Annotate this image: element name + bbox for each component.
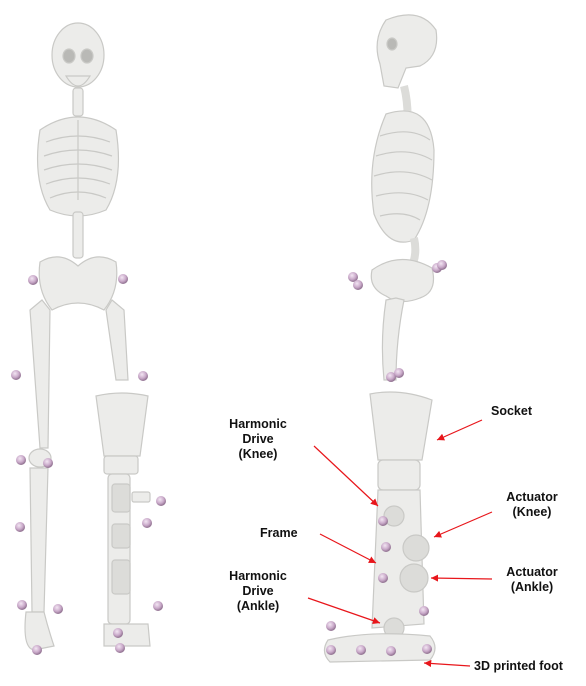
label-line: Harmonic bbox=[222, 417, 294, 432]
marker bbox=[138, 371, 148, 381]
side-ribcage bbox=[372, 111, 434, 242]
marker bbox=[419, 606, 429, 616]
marker bbox=[378, 573, 388, 583]
label-line: Socket bbox=[491, 404, 532, 419]
side-thigh bbox=[382, 298, 404, 380]
marker bbox=[378, 516, 388, 526]
front-cervical-spine bbox=[73, 88, 83, 116]
marker bbox=[437, 260, 447, 270]
label-line: (Knee) bbox=[494, 505, 570, 520]
side-skull bbox=[377, 15, 437, 88]
arrow-actuator-knee bbox=[434, 512, 492, 537]
marker bbox=[156, 496, 166, 506]
label-harmonic-drive-knee: Harmonic Drive (Knee) bbox=[222, 417, 294, 462]
front-lumbar-spine bbox=[73, 212, 83, 258]
side-skeleton bbox=[324, 15, 436, 662]
arrow-socket bbox=[437, 420, 482, 440]
marker bbox=[381, 542, 391, 552]
marker bbox=[153, 601, 163, 611]
label-actuator-ankle: Actuator (Ankle) bbox=[494, 565, 570, 595]
arrow-actuator-ankle bbox=[431, 578, 492, 579]
arrow-harmonic-knee bbox=[314, 446, 378, 506]
label-frame: Frame bbox=[260, 526, 298, 541]
side-pelvis bbox=[371, 259, 433, 301]
label-actuator-knee: Actuator (Knee) bbox=[494, 490, 570, 520]
label-line: Drive bbox=[222, 584, 294, 599]
side-prosthesis bbox=[324, 392, 435, 662]
marker bbox=[15, 522, 25, 532]
marker bbox=[356, 645, 366, 655]
marker bbox=[32, 645, 42, 655]
marker bbox=[17, 600, 27, 610]
marker bbox=[28, 275, 38, 285]
front-prosthesis bbox=[96, 393, 150, 646]
label-line: Frame bbox=[260, 526, 298, 541]
front-right-thigh bbox=[106, 300, 128, 380]
label-line: 3D printed foot bbox=[474, 659, 563, 674]
arrow-frame bbox=[320, 534, 376, 563]
front-pelvis bbox=[39, 257, 117, 310]
marker bbox=[353, 280, 363, 290]
marker bbox=[142, 518, 152, 528]
label-line: Actuator bbox=[494, 565, 570, 580]
label-socket: Socket bbox=[491, 404, 532, 419]
marker bbox=[326, 645, 336, 655]
front-skeleton bbox=[25, 23, 150, 650]
marker bbox=[16, 455, 26, 465]
label-line: (Ankle) bbox=[494, 580, 570, 595]
marker bbox=[53, 604, 63, 614]
arrow-foot bbox=[424, 663, 470, 666]
label-harmonic-drive-ankle: Harmonic Drive (Ankle) bbox=[222, 569, 294, 614]
marker bbox=[386, 646, 396, 656]
label-line: Drive bbox=[222, 432, 294, 447]
marker bbox=[394, 368, 404, 378]
marker bbox=[422, 644, 432, 654]
front-left-leg bbox=[25, 300, 54, 650]
marker bbox=[113, 628, 123, 638]
front-skull bbox=[52, 23, 104, 87]
label-line: (Knee) bbox=[222, 447, 294, 462]
marker bbox=[115, 643, 125, 653]
marker bbox=[43, 458, 53, 468]
label-line: Harmonic bbox=[222, 569, 294, 584]
arrow-harmonic-ankle bbox=[308, 598, 380, 623]
marker bbox=[326, 621, 336, 631]
label-3d-printed-foot: 3D printed foot bbox=[474, 659, 563, 674]
marker bbox=[118, 274, 128, 284]
front-ribcage bbox=[38, 117, 119, 216]
marker bbox=[11, 370, 21, 380]
label-line: (Ankle) bbox=[222, 599, 294, 614]
label-line: Actuator bbox=[494, 490, 570, 505]
